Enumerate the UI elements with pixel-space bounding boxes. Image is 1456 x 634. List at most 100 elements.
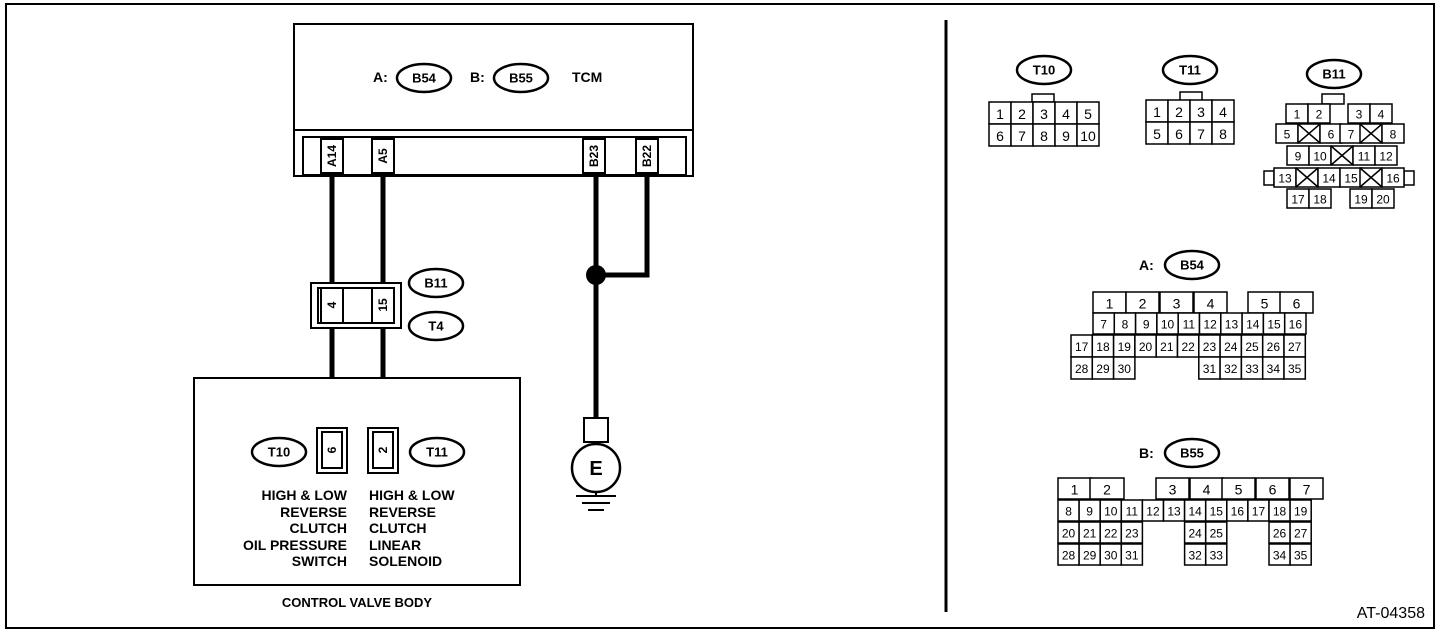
right-label-1: HIGH & LOW bbox=[369, 487, 455, 503]
left-label-1: HIGH & LOW bbox=[261, 487, 347, 503]
joint-pin-15: 15 bbox=[376, 298, 390, 312]
pin-number: 34 bbox=[1273, 549, 1287, 563]
pin-number: 32 bbox=[1224, 362, 1238, 376]
pin-number: 27 bbox=[1294, 527, 1308, 541]
pin-cross bbox=[1359, 123, 1383, 144]
pin-number: 7 bbox=[1018, 128, 1026, 144]
pin-number: 21 bbox=[1083, 527, 1097, 541]
pin-number: 16 bbox=[1386, 172, 1400, 186]
pin-number: 24 bbox=[1188, 527, 1202, 541]
pin-number: 10 bbox=[1080, 128, 1096, 144]
pin-number: 25 bbox=[1245, 340, 1259, 354]
pin-number: 12 bbox=[1379, 150, 1393, 164]
pin-number: 10 bbox=[1313, 150, 1327, 164]
pin-number: 18 bbox=[1273, 505, 1287, 519]
pin-number: 4 bbox=[1062, 106, 1070, 122]
pin-number: 7 bbox=[1197, 126, 1205, 142]
connector-t10-label: T10 bbox=[1033, 63, 1055, 78]
pin-number: 4 bbox=[1207, 296, 1215, 312]
pin-cross bbox=[1359, 167, 1383, 188]
pin-number: 5 bbox=[1284, 128, 1291, 142]
pin-number: 17 bbox=[1291, 193, 1305, 207]
pin-number: 11 bbox=[1183, 318, 1196, 332]
pin-number: 24 bbox=[1224, 340, 1238, 354]
pin-number: 2 bbox=[1103, 482, 1111, 498]
left-label-2: REVERSE bbox=[280, 504, 347, 520]
tcm-pin-a5: A5 bbox=[376, 148, 390, 164]
ground-symbol: E bbox=[570, 417, 622, 511]
pin-number: 28 bbox=[1062, 549, 1076, 563]
pin-cell bbox=[1283, 356, 1307, 380]
tcm-pin-a14: A14 bbox=[325, 145, 339, 167]
pin-number: 2 bbox=[1316, 108, 1323, 122]
pin-number: 20 bbox=[1139, 340, 1153, 354]
pin-number: 1 bbox=[1153, 104, 1161, 120]
pin-cell bbox=[1369, 103, 1393, 124]
pin-number: 9 bbox=[1086, 505, 1093, 519]
pin-number: 11 bbox=[1126, 505, 1139, 519]
pin-number: 4 bbox=[1203, 482, 1211, 498]
pin-number: 16 bbox=[1289, 318, 1303, 332]
t10-pin: 6 bbox=[325, 446, 339, 453]
connector-b11-label: B11 bbox=[1322, 67, 1345, 82]
pin-number: 2 bbox=[1018, 106, 1026, 122]
pin-number: 19 bbox=[1354, 193, 1368, 207]
pin-cell bbox=[1076, 123, 1100, 147]
pin-number: 22 bbox=[1181, 340, 1195, 354]
pin-number: 3 bbox=[1356, 108, 1363, 122]
right-label-3: CLUTCH bbox=[369, 520, 427, 536]
pin-cell bbox=[1155, 477, 1190, 500]
pin-number: 15 bbox=[1210, 505, 1224, 519]
pin-cell bbox=[1204, 521, 1228, 544]
pin-cross bbox=[1297, 123, 1321, 144]
pin-number: 15 bbox=[1267, 318, 1281, 332]
pin-number: 20 bbox=[1376, 193, 1390, 207]
pin-cell bbox=[1289, 477, 1324, 500]
pin-number: 29 bbox=[1083, 549, 1097, 563]
pin-number: 8 bbox=[1065, 505, 1072, 519]
pin-number: 4 bbox=[1378, 108, 1385, 122]
tcm-a-conn: B54 bbox=[412, 71, 437, 86]
pin-number: 35 bbox=[1288, 362, 1302, 376]
pin-number: 9 bbox=[1295, 150, 1302, 164]
pin-number: 14 bbox=[1322, 172, 1336, 186]
pin-cell bbox=[1381, 123, 1405, 144]
control-valve-body: 6 2 T10 T11 HIGH & LOW REVERSE CLUTCH OI… bbox=[193, 377, 521, 610]
pin-number: 6 bbox=[1175, 126, 1183, 142]
t11-pin: 2 bbox=[376, 446, 390, 453]
pin-number: 3 bbox=[1169, 482, 1177, 498]
pin-number: 30 bbox=[1104, 549, 1118, 563]
left-label-5: SWITCH bbox=[292, 553, 347, 569]
pin-number: 10 bbox=[1104, 505, 1118, 519]
pin-cross bbox=[1295, 167, 1319, 188]
pin-number: 29 bbox=[1096, 362, 1110, 376]
valve-conn-t11: T11 bbox=[426, 445, 448, 460]
pin-number: 1 bbox=[1106, 296, 1114, 312]
ground-label: E bbox=[589, 458, 602, 480]
pin-number: 30 bbox=[1118, 362, 1132, 376]
pin-number: 1 bbox=[1071, 482, 1079, 498]
pin-number: 14 bbox=[1188, 505, 1202, 519]
pin-number: 3 bbox=[1197, 104, 1205, 120]
pin-cell bbox=[1374, 145, 1398, 166]
pin-number: 14 bbox=[1246, 318, 1260, 332]
connector-b55-prefix: B: bbox=[1139, 445, 1154, 461]
pin-cell bbox=[1289, 543, 1312, 566]
pin-cell bbox=[1381, 167, 1405, 188]
connector-b55-label: B55 bbox=[1180, 446, 1204, 461]
pin-number: 13 bbox=[1278, 172, 1292, 186]
pin-number: 5 bbox=[1084, 106, 1092, 122]
pin-cell bbox=[1211, 121, 1235, 145]
pin-number: 34 bbox=[1267, 362, 1281, 376]
pin-number: 8 bbox=[1122, 318, 1129, 332]
pin-number: 16 bbox=[1231, 505, 1245, 519]
pin-number: 7 bbox=[1303, 482, 1311, 498]
pin-cell bbox=[1089, 477, 1125, 500]
pin-number: 5 bbox=[1153, 126, 1161, 142]
pin-number: 1 bbox=[1294, 108, 1301, 122]
figure-id: AT-04358 bbox=[1357, 605, 1425, 622]
